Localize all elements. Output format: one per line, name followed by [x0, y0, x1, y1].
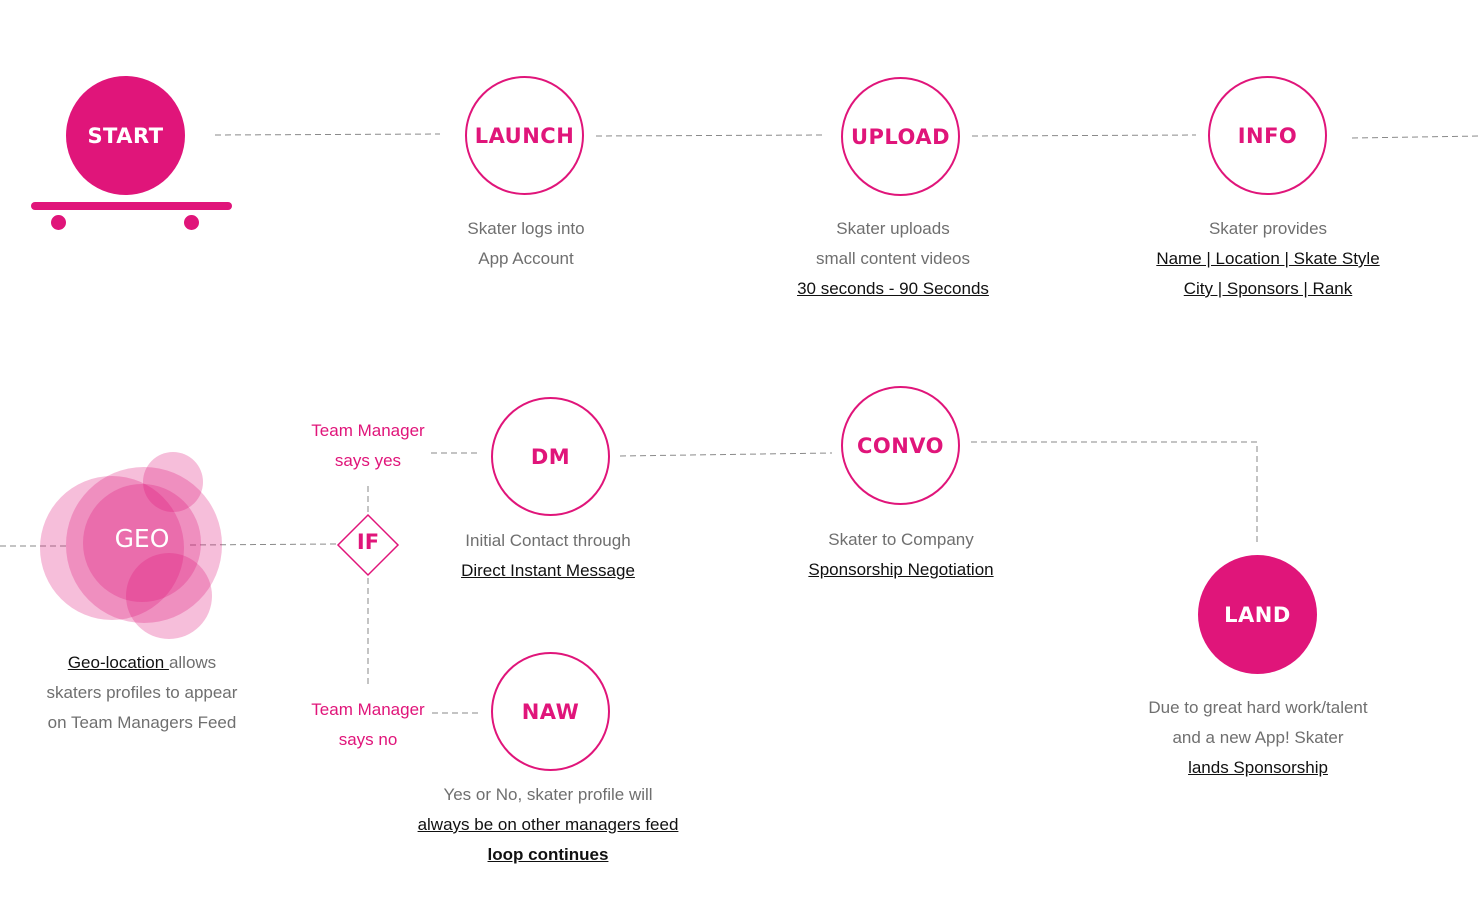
branch-no-line2: says no	[338, 730, 398, 749]
naw-desc-link-bold[interactable]: loop continues	[487, 845, 609, 864]
geo-desc-link[interactable]: Geo-location	[67, 653, 169, 672]
skateboard-wheel-right	[184, 215, 199, 230]
land-node[interactable]: LAND	[1198, 555, 1317, 674]
upload-node[interactable]: UPLOAD	[841, 77, 960, 196]
geo-desc-line1-rest: allows	[168, 653, 217, 672]
land-desc-line1: Due to great hard work/talent	[1148, 698, 1368, 717]
dm-desc-link[interactable]: Direct Instant Message	[461, 561, 635, 580]
connector-dm-convo	[619, 452, 833, 457]
naw-node[interactable]: NAW	[491, 652, 610, 771]
if-diamond	[336, 513, 400, 577]
geo-description: Geo-location allows skaters profiles to …	[12, 648, 272, 738]
geo-desc-line2: skaters profiles to appear	[46, 683, 238, 702]
dm-description: Initial Contact through Direct Instant M…	[428, 526, 668, 586]
info-desc-link1[interactable]: Name | Location | Skate Style	[1156, 249, 1380, 268]
geo-desc-line3: on Team Managers Feed	[47, 713, 237, 732]
naw-label: NAW	[521, 699, 580, 724]
land-desc-line2: and a new App! Skater	[1172, 728, 1344, 747]
geo-label: GEO	[114, 524, 170, 553]
convo-description: Skater to Company Sponsorship Negotiatio…	[771, 525, 1031, 585]
upload-desc-link[interactable]: 30 seconds - 90 Seconds	[797, 279, 989, 298]
connector-start-launch	[214, 133, 441, 136]
skateboard-deck	[31, 202, 232, 210]
launch-node[interactable]: LAUNCH	[465, 76, 584, 195]
launch-desc-line2: App Account	[478, 249, 574, 268]
convo-label: CONVO	[856, 433, 945, 458]
launch-label: LAUNCH	[474, 123, 575, 148]
dm-node[interactable]: DM	[491, 397, 610, 516]
connector-launch-upload	[595, 134, 823, 137]
convo-desc-link[interactable]: Sponsorship Negotiation	[808, 560, 994, 579]
upload-desc-line1: Skater uploads	[836, 219, 950, 238]
branch-yes-line2: says yes	[334, 451, 402, 470]
dm-desc-line1: Initial Contact through	[465, 531, 631, 550]
start-node[interactable]: START	[66, 76, 185, 195]
info-desc-line1: Skater provides	[1208, 219, 1328, 238]
naw-desc-line1: Yes or No, skater profile will	[443, 785, 653, 804]
connector-convo-land	[971, 441, 1258, 544]
info-label: INFO	[1237, 123, 1298, 148]
start-label: START	[87, 123, 164, 148]
upload-description: Skater uploads small content videos 30 s…	[773, 214, 1013, 304]
branch-yes-label: Team Manager says yes	[298, 416, 438, 476]
naw-description: Yes or No, skater profile will always be…	[388, 780, 708, 870]
branch-no-line1: Team Manager	[311, 700, 425, 719]
geo-circles	[40, 452, 222, 639]
upload-label: UPLOAD	[850, 124, 951, 149]
if-label: IF	[356, 530, 380, 554]
connector-geo-if	[189, 543, 337, 546]
info-description: Skater provides Name | Location | Skate …	[1138, 214, 1398, 304]
dm-label: DM	[530, 444, 571, 469]
connector-upload-info	[971, 134, 1197, 137]
convo-node[interactable]: CONVO	[841, 386, 960, 505]
upload-desc-line2: small content videos	[815, 249, 971, 268]
skateboard-wheel-left	[51, 215, 66, 230]
launch-desc-line1: Skater logs into	[467, 219, 585, 238]
convo-desc-line1: Skater to Company	[828, 530, 974, 549]
info-node[interactable]: INFO	[1208, 76, 1327, 195]
branch-no-label: Team Manager says no	[298, 695, 438, 755]
land-description: Due to great hard work/talent and a new …	[1118, 693, 1398, 783]
land-label: LAND	[1224, 602, 1291, 627]
info-desc-link2[interactable]: City | Sponsors | Rank	[1183, 279, 1353, 298]
connector-info-offscreen	[1351, 135, 1481, 139]
launch-description: Skater logs into App Account	[426, 214, 626, 274]
naw-desc-link[interactable]: always be on other managers feed	[417, 815, 679, 834]
branch-yes-line1: Team Manager	[311, 421, 425, 440]
land-desc-link[interactable]: lands Sponsorship	[1188, 758, 1328, 777]
